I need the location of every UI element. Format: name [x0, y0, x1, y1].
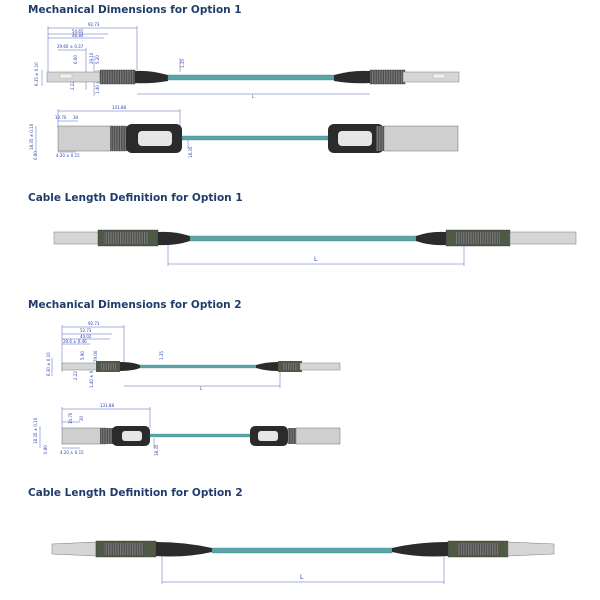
option1-side-view: 92.73 54.65 46.84 29.60 ± 0.37 6.60 29.1… [0, 20, 600, 102]
dim-L: L [300, 574, 304, 581]
option2-cable-length: L [0, 534, 600, 590]
heading-mech-option-2: Mechanical Dimensions for Option 2 [28, 299, 242, 311]
dim-c: 29.6 ± 0.46 [63, 339, 87, 344]
dim-b: 44.02 [80, 334, 92, 339]
dim-a: 131.88 [100, 403, 114, 408]
dim-a: 52.73 [80, 328, 92, 333]
dim-f: 0.80 [43, 445, 48, 454]
dim-L: L [252, 94, 255, 99]
dim-f: 0.80 [33, 151, 38, 160]
dim-d: 18.35 ± 0.10 [33, 417, 38, 444]
dim-e: 29.00 [93, 350, 98, 362]
heading-cable-option-1: Cable Length Definition for Option 1 [28, 192, 243, 204]
dim-g: 18.35 [188, 146, 193, 158]
option2-top-view: 131.88 10.70 30 18.35 ± 0.10 4.20 ± 0.15… [0, 402, 600, 464]
option1-top-view: 131.88 10.70 30 18.35 ± 0.10 4.20 ± 0.15… [0, 102, 600, 172]
dim-d: 18.35 ± 0.10 [29, 123, 34, 150]
heading-cable-option-2: Cable Length Definition for Option 2 [28, 487, 243, 499]
dim-L: L [314, 256, 318, 263]
dim-b: 10.70 [68, 412, 73, 424]
dim-f: 5.20 [95, 55, 100, 64]
dim-e: 4.20 ± 0.15 [56, 153, 80, 158]
dim-j: 1.35 [180, 59, 185, 68]
option1-cable-length: L [0, 222, 600, 270]
dim-h: 1.40 ± 0.10 [89, 364, 94, 388]
dim-d: 6.60 [73, 55, 78, 64]
dim-d: 5.90 [80, 351, 85, 360]
dim-h: 2.22 [70, 81, 75, 90]
heading-mech-option-1: Mechanical Dimensions for Option 1 [28, 4, 242, 16]
dim-g: 2.22 [73, 371, 78, 380]
dim-a: 54.65 [72, 29, 84, 34]
dim-c: 30 [79, 415, 84, 421]
dim-e: 29.10 [89, 52, 94, 64]
dim-g: 18.35 [154, 444, 159, 456]
dim-c: 30 [73, 115, 79, 120]
dim-b: 10.70 [55, 115, 67, 120]
option2-side-view: 92.73 52.73 44.02 29.6 ± 0.46 5.90 29.00… [0, 318, 600, 394]
dim-f: 6.30 ± 0.10 [46, 352, 51, 376]
dim-i: 1.35 [159, 351, 164, 360]
dim-a: 131.88 [112, 105, 126, 110]
dim-L: L [200, 386, 203, 391]
dim-b: 46.84 [72, 33, 84, 38]
dim-e: 4.20 ± 0.15 [60, 450, 84, 455]
dim-overall: 92.73 [88, 22, 100, 27]
dim-c: 29.60 ± 0.37 [57, 44, 84, 49]
dim-g: 6.35 ± 0.10 [34, 62, 39, 86]
dim-overall: 92.73 [88, 321, 100, 326]
